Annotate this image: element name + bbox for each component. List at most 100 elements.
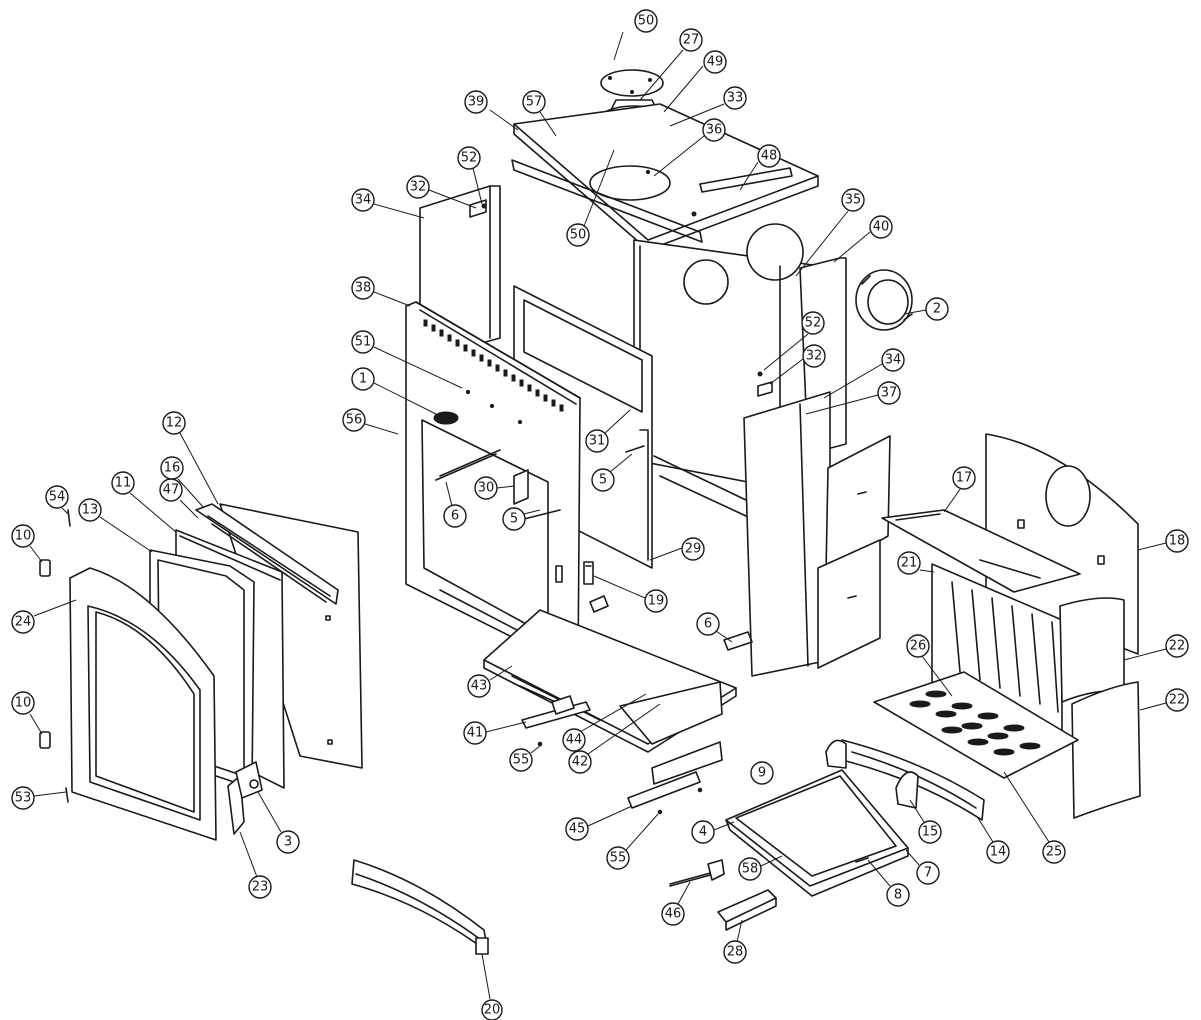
svg-text:22: 22 bbox=[1169, 639, 1186, 654]
callout-18: 18 bbox=[1137, 529, 1189, 553]
callout-21: 21 bbox=[897, 551, 935, 575]
front-trim bbox=[351, 859, 489, 955]
svg-text:48: 48 bbox=[761, 149, 778, 164]
svg-text:36: 36 bbox=[706, 123, 723, 138]
callout-55: 55 bbox=[606, 813, 659, 870]
svg-text:9: 9 bbox=[758, 766, 766, 781]
base-bars bbox=[521, 695, 723, 815]
callout-28: 28 bbox=[723, 919, 747, 964]
callout-52: 52 bbox=[763, 311, 825, 371]
svg-text:28: 28 bbox=[727, 945, 744, 960]
callout-22: 22 bbox=[1139, 688, 1189, 712]
callout-32: 32 bbox=[769, 344, 826, 385]
svg-text:44: 44 bbox=[566, 733, 583, 748]
callout-45: 45 bbox=[565, 805, 633, 841]
callout-15: 15 bbox=[909, 799, 942, 844]
svg-text:51: 51 bbox=[355, 335, 372, 350]
callout-35: 35 bbox=[795, 188, 865, 277]
callout-9: 9 bbox=[750, 761, 774, 785]
front-door bbox=[69, 567, 217, 841]
svg-text:32: 32 bbox=[410, 180, 427, 195]
callout-7: 7 bbox=[905, 849, 940, 885]
svg-text:40: 40 bbox=[873, 220, 890, 235]
callout-57: 57 bbox=[522, 90, 557, 137]
svg-text:45: 45 bbox=[569, 822, 586, 837]
svg-text:56: 56 bbox=[346, 413, 363, 428]
top-plate bbox=[511, 103, 819, 251]
svg-text:27: 27 bbox=[683, 33, 700, 48]
grate bbox=[873, 671, 1079, 779]
small-insert bbox=[583, 561, 594, 585]
ash-pan bbox=[725, 769, 909, 897]
callout-24: 24 bbox=[11, 599, 77, 634]
callout-34: 34 bbox=[351, 188, 425, 219]
svg-text:52: 52 bbox=[461, 151, 478, 166]
svg-text:6: 6 bbox=[451, 509, 459, 524]
callout-1: 1 bbox=[351, 367, 437, 415]
callout-17: 17 bbox=[943, 466, 976, 513]
flue-spigot bbox=[855, 269, 913, 331]
callout-42: 42 bbox=[568, 703, 661, 774]
svg-text:3: 3 bbox=[284, 835, 292, 850]
callouts: 50 27 49 57 39 33 36 bbox=[11, 9, 1189, 1020]
svg-text:31: 31 bbox=[589, 434, 606, 449]
svg-text:53: 53 bbox=[15, 791, 32, 806]
svg-text:34: 34 bbox=[885, 353, 902, 368]
callout-43: 43 bbox=[467, 665, 513, 698]
callout-39: 39 bbox=[464, 90, 519, 131]
small-brackets bbox=[435, 445, 753, 651]
callout-19: 19 bbox=[593, 575, 668, 613]
svg-text:13: 13 bbox=[82, 503, 99, 518]
door-rope-frame bbox=[195, 503, 339, 605]
callout-48: 48 bbox=[739, 144, 781, 191]
svg-text:20: 20 bbox=[484, 1003, 501, 1018]
svg-text:4: 4 bbox=[699, 825, 707, 840]
callout-33: 33 bbox=[669, 86, 747, 127]
svg-text:47: 47 bbox=[163, 483, 180, 498]
callout-27: 27 bbox=[639, 28, 703, 101]
callout-6: 6 bbox=[696, 612, 733, 643]
callout-10: 10 bbox=[11, 524, 43, 563]
svg-text:14: 14 bbox=[990, 845, 1007, 860]
callout-40: 40 bbox=[833, 215, 893, 263]
callout-29: 29 bbox=[649, 537, 705, 561]
callout-49: 49 bbox=[663, 50, 727, 113]
svg-text:11: 11 bbox=[115, 476, 132, 491]
callout-37: 37 bbox=[805, 381, 901, 415]
svg-text:22: 22 bbox=[1169, 693, 1186, 708]
firebox-side-liner-lower bbox=[1071, 681, 1141, 819]
callout-14: 14 bbox=[977, 817, 1010, 864]
riddling-tool bbox=[669, 859, 725, 887]
svg-text:5: 5 bbox=[510, 512, 518, 527]
firebrick bbox=[717, 889, 777, 931]
svg-text:29: 29 bbox=[685, 542, 702, 557]
callout-32: 32 bbox=[406, 175, 477, 209]
svg-text:42: 42 bbox=[572, 755, 589, 770]
callout-25: 25 bbox=[1003, 771, 1066, 864]
callout-11: 11 bbox=[111, 471, 177, 533]
callout-22: 22 bbox=[1123, 634, 1189, 661]
svg-text:23: 23 bbox=[252, 880, 269, 895]
svg-text:25: 25 bbox=[1046, 845, 1063, 860]
baffle-plate bbox=[881, 509, 1081, 593]
callout-54: 54 bbox=[45, 485, 69, 515]
svg-text:17: 17 bbox=[956, 471, 973, 486]
callout-12: 12 bbox=[162, 411, 219, 505]
parts-drawing bbox=[39, 69, 1141, 955]
callout-53: 53 bbox=[11, 786, 67, 810]
svg-text:58: 58 bbox=[742, 862, 759, 877]
right-baffle-shields bbox=[817, 435, 891, 669]
callout-50: 50 bbox=[566, 149, 615, 247]
svg-text:18: 18 bbox=[1169, 534, 1186, 549]
svg-text:35: 35 bbox=[845, 193, 862, 208]
callout-34: 34 bbox=[823, 348, 905, 399]
svg-text:16: 16 bbox=[164, 461, 181, 476]
svg-text:55: 55 bbox=[513, 753, 530, 768]
callout-6: 6 bbox=[443, 481, 467, 528]
svg-text:43: 43 bbox=[471, 679, 488, 694]
svg-text:8: 8 bbox=[894, 888, 902, 903]
svg-text:10: 10 bbox=[15, 529, 32, 544]
callout-50: 50 bbox=[613, 9, 658, 61]
callout-2: 2 bbox=[903, 297, 949, 321]
